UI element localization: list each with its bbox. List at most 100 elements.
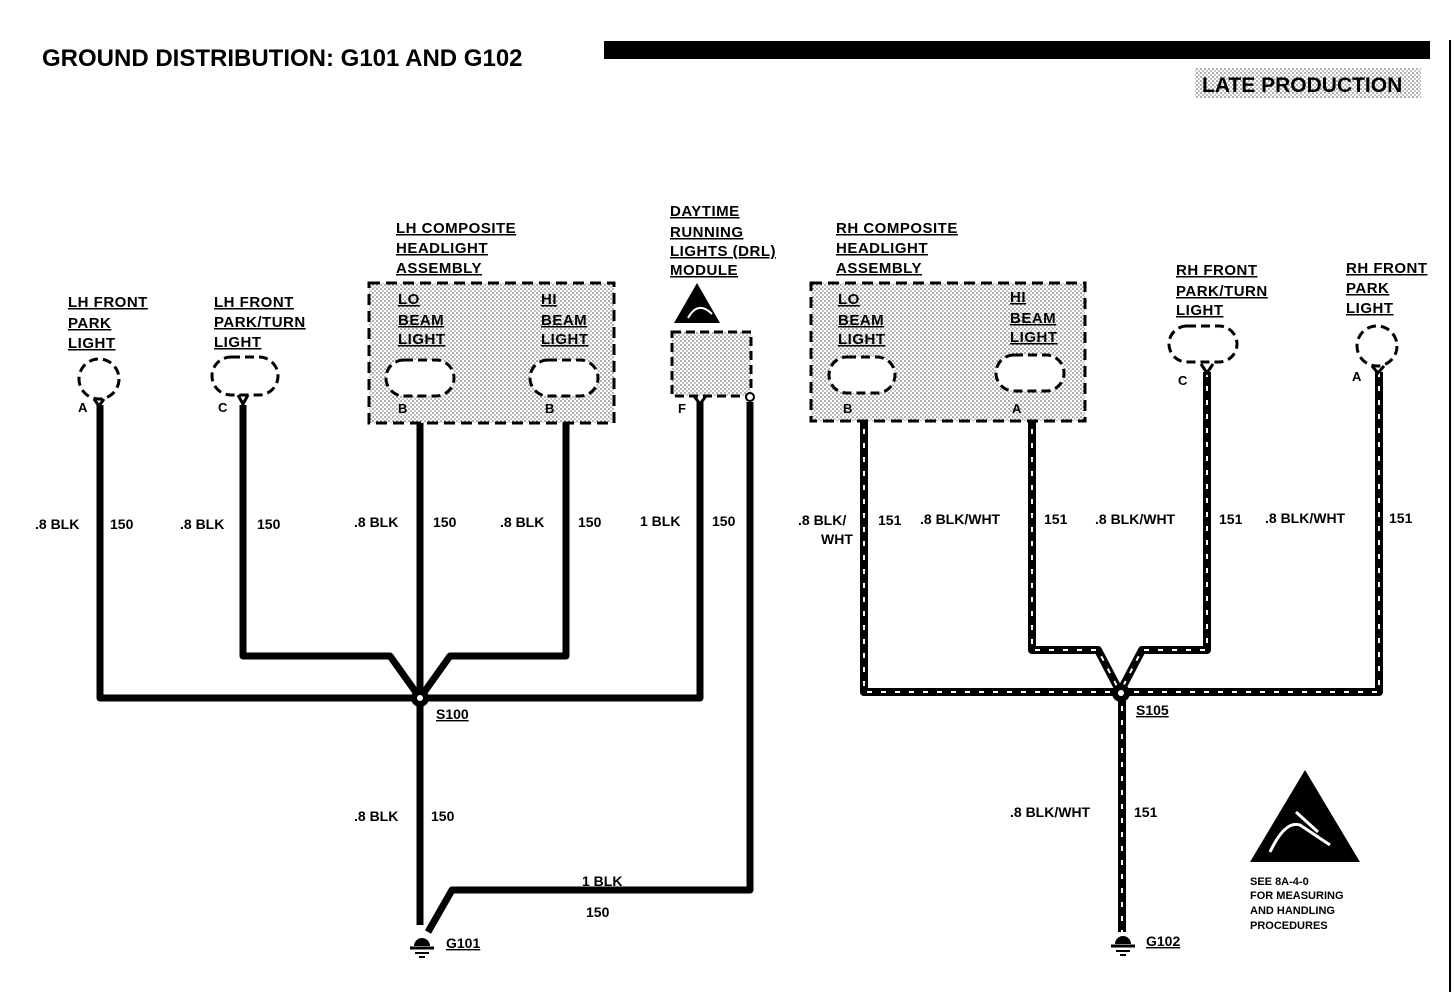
ground-icon (410, 938, 434, 958)
svg-text:LIGHT: LIGHT (1176, 302, 1224, 319)
svg-text:F: F (678, 401, 686, 416)
bulb-icon (77, 357, 121, 401)
page-title: GROUND DISTRIBUTION: G101 AND G102 (42, 45, 523, 72)
splice-s100: S100 (411, 689, 469, 722)
lh-front-park-light: LH FRONT PARK LIGHT A (68, 294, 148, 415)
lh-headlight-housing (367, 281, 616, 425)
svg-text:HEADLIGHT: HEADLIGHT (396, 240, 488, 257)
svg-text:.8 BLK: .8 BLK (500, 514, 544, 530)
esd-note: SEE 8A-4-0 FOR MEASURING AND HANDLING PR… (1250, 770, 1360, 932)
svg-text:FOR MEASURING: FOR MEASURING (1250, 890, 1344, 902)
svg-text:MODULE: MODULE (670, 262, 738, 279)
rh-headlight-housing (809, 281, 1087, 423)
svg-text:150: 150 (433, 514, 457, 530)
svg-text:RH COMPOSITE: RH COMPOSITE (836, 220, 958, 237)
svg-text:S100: S100 (436, 706, 469, 722)
g101-circuit-wires (96, 402, 754, 934)
svg-text:BEAM: BEAM (398, 312, 444, 329)
svg-text:AND HANDLING: AND HANDLING (1250, 905, 1335, 917)
ground-g101: G101 (410, 935, 480, 958)
lh-hi-beam-bulb-icon (528, 358, 600, 398)
svg-text:1 BLK: 1 BLK (640, 513, 680, 529)
svg-text:.8 BLK: .8 BLK (354, 808, 398, 824)
svg-text:LH FRONT: LH FRONT (68, 294, 148, 311)
svg-text:151: 151 (1134, 804, 1158, 820)
svg-text:LIGHT: LIGHT (68, 335, 116, 352)
g102-wire-labels: .8 BLK/ WHT 151 .8 BLK/WHT 151 .8 BLK/WH… (798, 510, 1413, 820)
svg-text:G102: G102 (1146, 933, 1180, 949)
svg-text:PARK: PARK (68, 315, 111, 332)
bulb-icon (210, 355, 280, 397)
svg-text:150: 150 (257, 516, 281, 532)
svg-text:LIGHT: LIGHT (541, 331, 589, 348)
title-bar (604, 41, 1430, 59)
svg-text:.8 BLK: .8 BLK (35, 516, 79, 532)
esd-warning-icon (674, 283, 720, 323)
wire-drl-g101 (424, 402, 754, 934)
svg-text:LIGHT: LIGHT (398, 331, 446, 348)
svg-text:PARK/TURN: PARK/TURN (214, 314, 306, 331)
svg-text:B: B (398, 401, 407, 416)
svg-text:.8 BLK/WHT: .8 BLK/WHT (920, 511, 1001, 527)
splice-s105: S105 (1112, 684, 1169, 718)
lh-lo-beam-bulb-icon (384, 358, 456, 398)
lh-front-park-turn-light: LH FRONT PARK/TURN LIGHT C (210, 294, 306, 415)
production-badge: LATE PRODUCTION (1202, 74, 1402, 97)
svg-text:C: C (1178, 373, 1188, 388)
svg-text:LH COMPOSITE: LH COMPOSITE (396, 220, 516, 237)
ground-g102: G102 (1111, 933, 1180, 956)
svg-text:LIGHT: LIGHT (838, 331, 886, 348)
svg-text:HEADLIGHT: HEADLIGHT (836, 240, 928, 257)
svg-text:HI: HI (1010, 289, 1026, 306)
svg-text:HI: HI (541, 291, 557, 308)
g101-wire-labels: .8 BLK 150 .8 BLK 150 .8 BLK 150 .8 BLK … (35, 513, 736, 920)
svg-text:BEAM: BEAM (541, 312, 587, 329)
rh-front-park-light: RH FRONT PARK LIGHT A (1346, 260, 1428, 384)
rh-front-park-turn-light: RH FRONT PARK/TURN LIGHT C (1167, 262, 1267, 388)
svg-text:150: 150 (712, 513, 736, 529)
svg-text:RH FRONT: RH FRONT (1176, 262, 1258, 279)
svg-text:PARK: PARK (1346, 280, 1389, 297)
svg-text:LIGHTS (DRL): LIGHTS (DRL) (670, 243, 776, 260)
svg-text:BEAM: BEAM (1010, 310, 1056, 327)
svg-text:WHT: WHT (821, 531, 853, 547)
svg-text:.8 BLK: .8 BLK (180, 516, 224, 532)
svg-text:151: 151 (878, 512, 902, 528)
svg-text:RH FRONT: RH FRONT (1346, 260, 1428, 277)
svg-text:.8 BLK/WHT: .8 BLK/WHT (1265, 510, 1346, 526)
svg-text:B: B (843, 401, 852, 416)
svg-text:LIGHT: LIGHT (1346, 300, 1394, 317)
ground-icon (1111, 936, 1135, 956)
svg-text:150: 150 (578, 514, 602, 530)
svg-text:.8 BLK/WHT: .8 BLK/WHT (1095, 511, 1176, 527)
esd-warning-icon (1250, 770, 1360, 862)
svg-text:150: 150 (110, 516, 134, 532)
wire-lh-park-turn (239, 405, 423, 701)
wire-drl-f (420, 402, 704, 702)
svg-text:LIGHT: LIGHT (1010, 329, 1058, 346)
g102-circuit-wires (860, 372, 1383, 932)
svg-text:RUNNING: RUNNING (670, 224, 744, 241)
svg-text:LO: LO (398, 291, 420, 308)
svg-text:.8 BLK/: .8 BLK/ (798, 512, 846, 528)
svg-text:LO: LO (838, 291, 860, 308)
svg-text:A: A (1012, 401, 1022, 416)
svg-text:ASSEMBLY: ASSEMBLY (836, 260, 922, 277)
svg-text:.8 BLK: .8 BLK (354, 514, 398, 530)
svg-text:1 BLK: 1 BLK (582, 873, 622, 889)
svg-text:PROCEDURES: PROCEDURES (1250, 920, 1328, 932)
svg-text:BEAM: BEAM (838, 312, 884, 329)
production-badge-bg (1195, 68, 1421, 98)
svg-text:LIGHT: LIGHT (214, 334, 262, 351)
svg-text:151: 151 (1219, 511, 1243, 527)
svg-text:B: B (545, 401, 554, 416)
bulb-icon (1355, 324, 1399, 368)
svg-text:LH FRONT: LH FRONT (214, 294, 294, 311)
rh-hi-beam-bulb-icon (994, 353, 1066, 393)
svg-text:G101: G101 (446, 935, 480, 951)
svg-text:150: 150 (586, 904, 610, 920)
rh-composite-headlight-assembly: RH COMPOSITE HEADLIGHT ASSEMBLY LO BEAM … (809, 220, 1087, 423)
lh-composite-headlight-assembly: LH COMPOSITE HEADLIGHT ASSEMBLY LO BEAM … (367, 220, 616, 425)
svg-text:150: 150 (431, 808, 455, 824)
